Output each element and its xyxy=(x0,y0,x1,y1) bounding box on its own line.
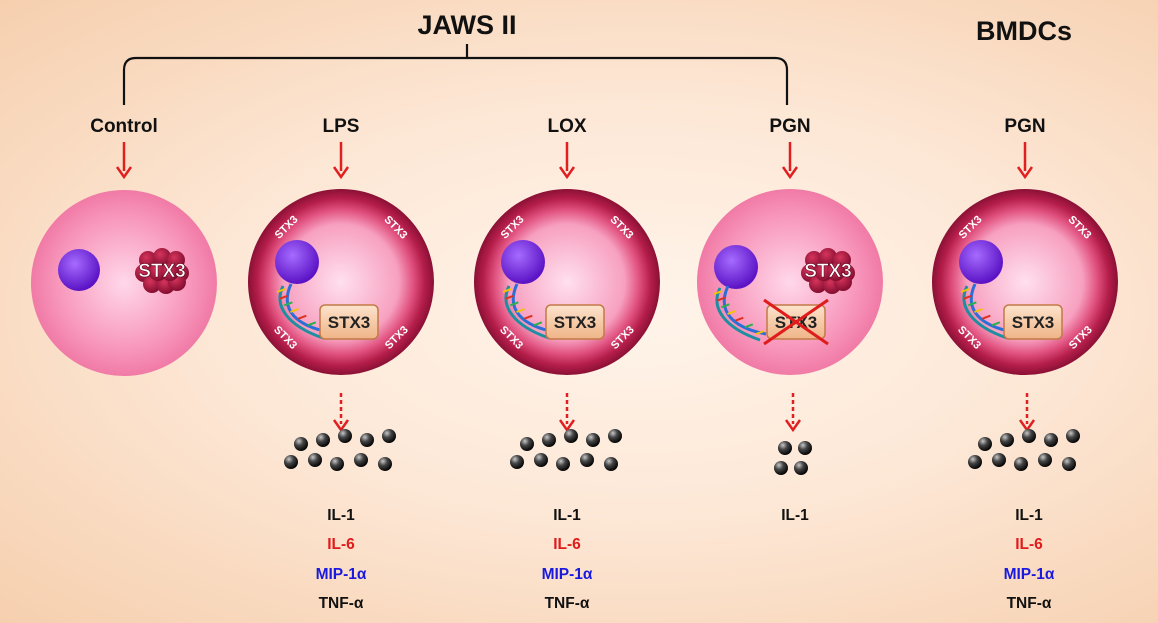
cytokine-granule xyxy=(1038,453,1052,467)
cytokine-granule xyxy=(520,437,534,451)
cytokine-granule xyxy=(778,441,792,455)
nucleus-icon xyxy=(501,240,545,284)
cytokine-cluster xyxy=(774,441,812,475)
cytokine-granule xyxy=(354,453,368,467)
cytokine-granule xyxy=(608,429,622,443)
stx3-gene-label: STX3 xyxy=(1012,313,1055,332)
arrow-down-icon xyxy=(1016,142,1034,180)
cytokine-il1-pgn: IL-1 xyxy=(781,507,809,524)
cytokine-granule xyxy=(1066,429,1080,443)
cytokine-mip-lps: MIP-1α xyxy=(315,566,367,583)
cytokine-cluster xyxy=(968,429,1080,471)
stx3-granule-cluster: STX3 xyxy=(801,248,855,294)
cell-body xyxy=(932,189,1118,375)
cytokine-granule xyxy=(1044,433,1058,447)
stx3-gene-box: STX3 xyxy=(319,304,379,340)
treatment-label-lox: LOX xyxy=(547,116,587,137)
cytokine-granule xyxy=(968,455,982,469)
cell-body xyxy=(31,190,217,376)
dashed-arrow-down-icon xyxy=(558,393,576,433)
cell-0 xyxy=(31,190,217,376)
cytokine-mip-bmdc: MIP-1α xyxy=(1003,566,1055,583)
arrow-down-icon xyxy=(332,142,350,180)
cytokine-granule xyxy=(1022,429,1036,443)
dashed-arrow-down-icon xyxy=(784,393,802,433)
cytokine-granule xyxy=(308,453,322,467)
cytokine-granule xyxy=(798,441,812,455)
arrow-down-icon xyxy=(781,142,799,180)
cytokine-granule xyxy=(978,437,992,451)
stx3-gene-label: STX3 xyxy=(554,313,597,332)
treatment-label-lps: LPS xyxy=(322,116,360,137)
cytokine-granule xyxy=(382,429,396,443)
cytokine-tnf-lox: TNF-α xyxy=(544,595,590,612)
cytokine-granule xyxy=(330,457,344,471)
cytokine-granule xyxy=(284,455,298,469)
dna-icon xyxy=(713,285,767,342)
cytokine-granule xyxy=(794,461,808,475)
cytokine-il1-bmdc: IL-1 xyxy=(1015,507,1043,524)
cytokine-granule xyxy=(564,429,578,443)
arrow-down-icon xyxy=(115,142,133,180)
cytokine-granule xyxy=(316,433,330,447)
cytokine-il6-lox: IL-6 xyxy=(553,536,581,553)
cytokine-cluster xyxy=(284,429,396,471)
cytokine-il6-lps: IL-6 xyxy=(327,536,355,553)
stx3-gene-box: STX3 xyxy=(1003,304,1063,340)
cytokine-granule xyxy=(510,455,524,469)
stx3-gene-box-blocked: STX3 xyxy=(763,298,829,346)
stx3-granule-label: STX3 xyxy=(138,261,186,282)
cytokine-granule xyxy=(774,461,788,475)
cytokine-cluster xyxy=(510,429,622,471)
cytokine-granule xyxy=(580,453,594,467)
cytokine-granule xyxy=(556,457,570,471)
cytokine-granule xyxy=(1062,457,1076,471)
stx3-gene-label: STX3 xyxy=(328,313,371,332)
cytokine-il6-bmdc: IL-6 xyxy=(1015,536,1043,553)
bmdc-title: BMDCs xyxy=(975,16,1073,46)
stx3-gene-box: STX3 xyxy=(545,304,605,340)
nucleus-icon xyxy=(58,249,100,291)
cytokine-granule xyxy=(360,433,374,447)
nucleus-icon xyxy=(275,240,319,284)
cytokine-granule xyxy=(604,457,618,471)
stx3-granule-cluster: STX3 xyxy=(135,248,189,294)
cytokine-granule xyxy=(378,457,392,471)
cytokine-mip-lox: MIP-1α xyxy=(541,566,593,583)
treatment-label-control: Control xyxy=(90,116,158,137)
jaws-title: JAWS II xyxy=(417,10,517,40)
cell-body xyxy=(474,189,660,375)
cytokine-granule xyxy=(294,437,308,451)
nucleus-icon xyxy=(959,240,1003,284)
dashed-arrow-down-icon xyxy=(1018,393,1036,433)
cytokine-granule xyxy=(534,453,548,467)
cytokine-tnf-bmdc: TNF-α xyxy=(1006,595,1052,612)
treatment-label-pgn-jaws: PGN xyxy=(769,116,811,137)
dashed-arrow-down-icon xyxy=(332,393,350,433)
cell-body xyxy=(248,189,434,375)
cytokine-granule xyxy=(542,433,556,447)
cytokine-tnf-lps: TNF-α xyxy=(318,595,364,612)
cross-out-line xyxy=(763,298,829,346)
treatment-label-pgn-bmdc: PGN xyxy=(1004,116,1046,137)
cell-3 xyxy=(697,189,883,375)
cytokine-granule xyxy=(586,433,600,447)
arrow-down-icon xyxy=(558,142,576,180)
jaws-bracket xyxy=(122,44,789,105)
cytokine-il1-lps: IL-1 xyxy=(327,507,355,524)
cytokine-granule xyxy=(1014,457,1028,471)
stx3-granule-label: STX3 xyxy=(804,261,852,282)
nucleus-icon xyxy=(714,245,758,289)
cytokine-granule xyxy=(1000,433,1014,447)
cytokine-granule xyxy=(338,429,352,443)
cytokine-granule xyxy=(992,453,1006,467)
cytokine-il1-lox: IL-1 xyxy=(553,507,581,524)
